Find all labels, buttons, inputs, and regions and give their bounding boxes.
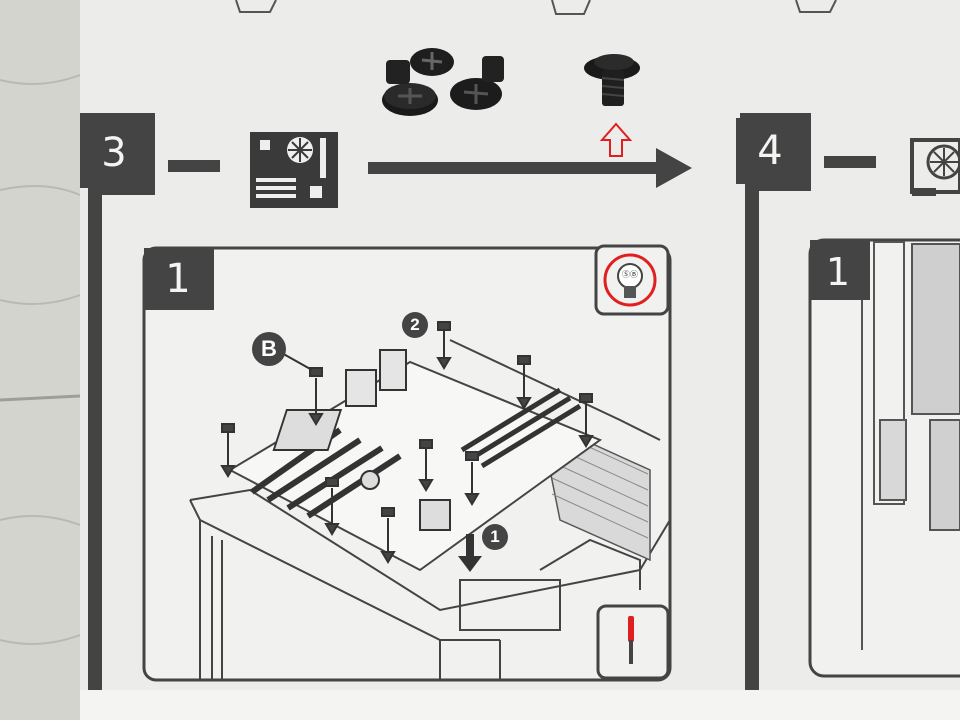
arrow-right-icon bbox=[368, 148, 692, 188]
top-partial-icons bbox=[235, 0, 837, 15]
substep-panel-next bbox=[808, 238, 960, 678]
motherboard-drawing bbox=[227, 349, 603, 572]
gpu-icon bbox=[910, 138, 960, 196]
wood-table bbox=[0, 0, 81, 720]
step-4-frame bbox=[736, 113, 876, 690]
install-arrow-down bbox=[458, 534, 482, 572]
screw-pile bbox=[382, 48, 504, 116]
screwdriver-icon bbox=[628, 616, 634, 664]
pc-case-drawing bbox=[189, 339, 671, 680]
board-screws bbox=[220, 321, 594, 564]
arrow-up-icon bbox=[599, 122, 633, 157]
motherboard-icon bbox=[250, 132, 338, 208]
single-screw bbox=[584, 54, 640, 106]
step-3-frame bbox=[80, 113, 220, 690]
paper-bottom-edge bbox=[80, 690, 960, 720]
